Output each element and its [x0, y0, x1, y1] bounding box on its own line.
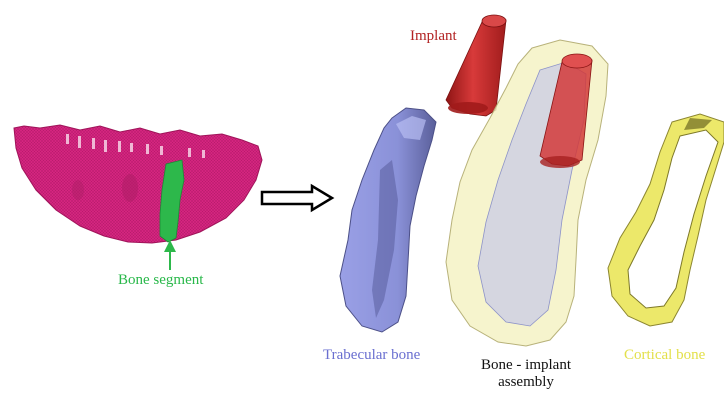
trabecular-bone-model	[340, 108, 436, 332]
bone-segment-label: Bone segment	[118, 272, 203, 289]
mandible-model	[14, 125, 262, 243]
bone-implant-assembly-label: Bone - implant assembly	[470, 357, 582, 391]
segment-pointer-arrow	[164, 240, 176, 270]
trabecular-bone-label: Trabecular bone	[323, 347, 420, 364]
implant-label: Implant	[410, 28, 457, 45]
cortical-bone-model	[608, 114, 724, 326]
transition-arrow	[262, 186, 332, 210]
cortical-bone-label: Cortical bone	[624, 347, 705, 364]
